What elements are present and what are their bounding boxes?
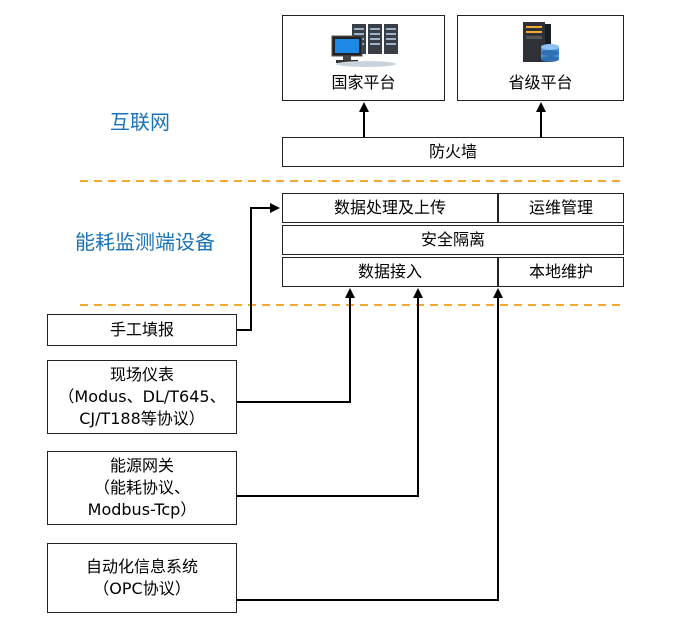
security-isolation-box: 安全隔离 bbox=[282, 225, 624, 255]
arrow-manual-to-processing bbox=[237, 203, 280, 331]
source-line: 能源网关 bbox=[109, 456, 174, 475]
local-maintenance-box: 本地维护 bbox=[498, 257, 624, 287]
source-line: （Modus、DL/T645、 bbox=[58, 387, 226, 406]
zone-label-device: 能耗监测端设备 bbox=[75, 230, 215, 254]
source-line: Modbus-Tcp） bbox=[87, 500, 197, 519]
source-energy-gateway-box: 能源网关 （能耗协议、 Modbus-Tcp） bbox=[47, 451, 237, 525]
ops-management-label: 运维管理 bbox=[528, 198, 593, 217]
data-access-label: 数据接入 bbox=[357, 262, 422, 281]
server-desktop-icon bbox=[331, 24, 398, 67]
source-line: （能耗协议、 bbox=[93, 478, 190, 497]
source-automation-system-box: 自动化信息系统 （OPC协议） bbox=[47, 543, 237, 613]
source-field-meter-box: 现场仪表 （Modus、DL/T645、 CJ/T188等协议） bbox=[47, 360, 237, 434]
data-processing-upload-label: 数据处理及上传 bbox=[333, 198, 446, 217]
firewall-box: 防火墙 bbox=[282, 137, 624, 167]
source-line: 手工填报 bbox=[109, 320, 174, 339]
zone-label-internet: 互联网 bbox=[110, 110, 170, 134]
source-line: （OPC协议） bbox=[93, 579, 191, 598]
firewall-label: 防火墙 bbox=[428, 142, 477, 161]
source-manual-entry-box: 手工填报 bbox=[47, 314, 237, 346]
ops-management-box: 运维管理 bbox=[498, 193, 624, 223]
national-platform-box: 国家平台 bbox=[282, 15, 445, 101]
platform-label-national: 国家平台 bbox=[331, 73, 396, 92]
database-server-icon bbox=[523, 22, 559, 62]
local-maintenance-label: 本地维护 bbox=[528, 262, 593, 281]
security-isolation-label: 安全隔离 bbox=[420, 230, 485, 249]
source-line: 自动化信息系统 bbox=[85, 557, 198, 576]
data-processing-upload-box: 数据处理及上传 bbox=[282, 193, 498, 223]
arrow-gateway-to-access bbox=[237, 288, 423, 497]
arrow-automation-to-access bbox=[237, 288, 503, 601]
platform-label-provincial: 省级平台 bbox=[508, 73, 573, 92]
arrow-meter-to-access bbox=[237, 288, 355, 403]
source-line: 现场仪表 bbox=[109, 365, 174, 384]
source-line: CJ/T188等协议） bbox=[79, 409, 205, 428]
data-access-box: 数据接入 bbox=[282, 257, 498, 287]
